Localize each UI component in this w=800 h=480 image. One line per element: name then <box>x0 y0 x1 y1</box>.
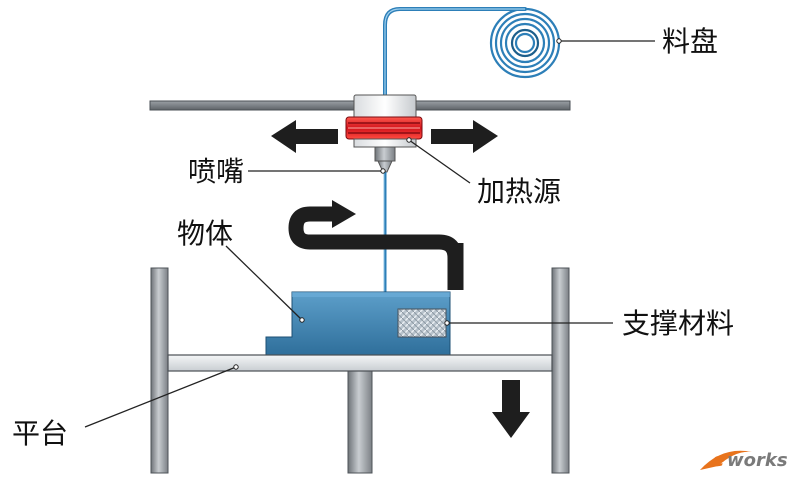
move-left-arrow <box>271 120 338 153</box>
platform-down-arrow <box>492 380 530 438</box>
label-object: 物体 <box>177 217 233 250</box>
move-right-arrow <box>431 120 498 153</box>
support-material <box>397 308 447 338</box>
eworks-watermark: e works <box>700 450 788 471</box>
build-platform <box>167 354 553 372</box>
filament-feed-highlight <box>384 8 525 98</box>
right-frame-post <box>551 267 570 474</box>
left-frame-post <box>150 267 169 474</box>
filament-spool <box>489 7 561 79</box>
eworks-swoosh-icon <box>700 450 752 470</box>
watermark-suffix: works <box>727 450 788 471</box>
print-head <box>345 94 423 173</box>
deposition-path-arrow <box>288 200 464 290</box>
label-nozzle: 喷嘴 <box>188 155 244 188</box>
label-spool: 料盘 <box>662 25 718 58</box>
label-heater: 加热源 <box>477 175 561 208</box>
leader-lines <box>84 40 655 428</box>
watermark-prefix: e <box>712 450 724 471</box>
leader-dots <box>233 38 562 370</box>
platform-support <box>347 369 373 474</box>
label-platform: 平台 <box>12 417 68 450</box>
label-support: 支撑材料 <box>622 307 734 340</box>
nozzle-tip <box>377 160 393 173</box>
